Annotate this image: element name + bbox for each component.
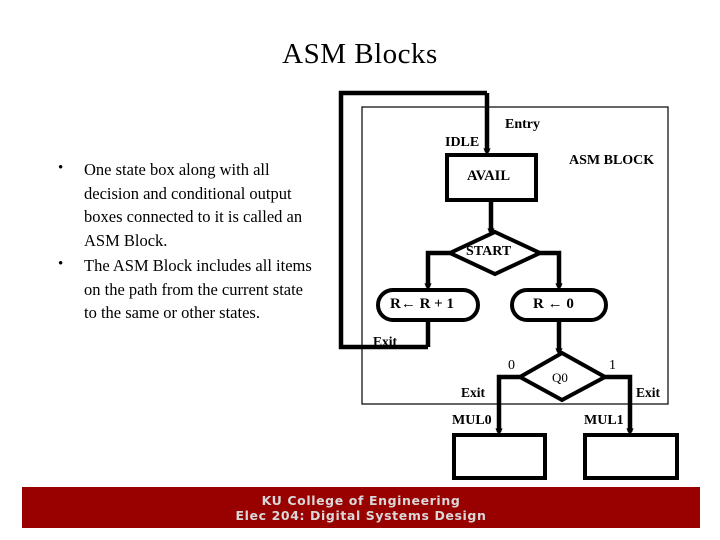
state-box-avail-text: AVAIL bbox=[467, 168, 510, 184]
exit-label-right: Exit bbox=[636, 385, 661, 400]
bullet-marker: • bbox=[58, 256, 64, 272]
bullet-text: One state box along with all decision an… bbox=[84, 160, 303, 250]
footer-line-2: Elec 204: Digital Systems Design bbox=[235, 507, 487, 523]
decision-q0 bbox=[515, 350, 610, 403]
conditional-output-clear-text: R ← 0 bbox=[533, 296, 574, 312]
state-label-mul0: MUL0 bbox=[452, 413, 492, 428]
q0-branch-0-path bbox=[495, 374, 520, 437]
bullet-list: • One state box along with all decision … bbox=[46, 158, 314, 327]
start-right-branch bbox=[540, 250, 563, 292]
bullet-marker: • bbox=[58, 160, 64, 176]
state-label-idle: IDLE bbox=[445, 135, 480, 150]
start-left-branch bbox=[424, 250, 450, 292]
state-label-mul1: MUL1 bbox=[584, 413, 624, 428]
footer-line-1: KU College of Engineering bbox=[261, 492, 461, 508]
state-box-mul1 bbox=[583, 433, 679, 480]
footer-banner: KU College of Engineering Elec 204: Digi… bbox=[22, 487, 700, 528]
state-box-mul0 bbox=[452, 433, 547, 480]
entry-exit-loop-path bbox=[338, 90, 487, 350]
entry-label: Entry bbox=[505, 117, 540, 132]
decision-start bbox=[445, 229, 545, 277]
decision-q0-text: Q0 bbox=[552, 370, 568, 385]
bullet-text: The ASM Block includes all items on the … bbox=[84, 256, 312, 322]
page-title: ASM Blocks bbox=[282, 38, 438, 70]
asm-block-boundary bbox=[361, 106, 669, 405]
exit-label-left: Exit bbox=[373, 334, 398, 349]
q0-branch-1-path bbox=[605, 374, 634, 437]
exit-label-middle: Exit bbox=[461, 385, 486, 400]
conditional-output-increment-text: R← R + 1 bbox=[390, 296, 454, 312]
q0-branch-0-label: 0 bbox=[508, 358, 515, 373]
list-item: • The ASM Block includes all items on th… bbox=[46, 254, 314, 325]
decision-start-text: START bbox=[466, 244, 512, 259]
q0-branch-1-label: 1 bbox=[609, 358, 616, 373]
asm-block-label: ASM BLOCK bbox=[569, 153, 655, 168]
list-item: • One state box along with all decision … bbox=[46, 158, 314, 252]
